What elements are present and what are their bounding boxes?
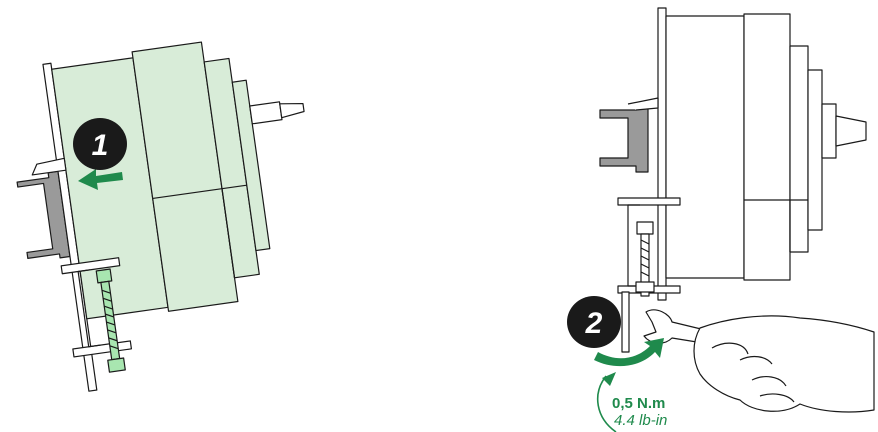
breaker-body-right: [665, 13, 823, 281]
mounting-plate-right: [657, 7, 667, 301]
shaft-left: [249, 101, 283, 125]
torque-metric: 0,5 N.m: [612, 395, 665, 412]
breaker-body-left: [51, 41, 271, 320]
wrench-and-hand: [643, 309, 875, 413]
hand: [693, 315, 875, 413]
screw-left: [95, 268, 126, 373]
step2-figure: [599, 7, 867, 353]
step2-badge: 2: [567, 296, 621, 348]
push-arrow: [78, 169, 123, 190]
rotation-arrow: [594, 338, 664, 367]
din-rail-right: [599, 103, 649, 173]
torque-imperial: 4.4 lb-in: [614, 412, 667, 429]
step2-number: 2: [585, 307, 603, 340]
step1-badge: 1: [73, 118, 127, 170]
step1-number: 1: [92, 129, 109, 162]
step1-figure: [16, 41, 305, 392]
screw-right: [635, 221, 655, 297]
shaft-right: [821, 103, 837, 159]
torque-arc: [597, 375, 617, 432]
